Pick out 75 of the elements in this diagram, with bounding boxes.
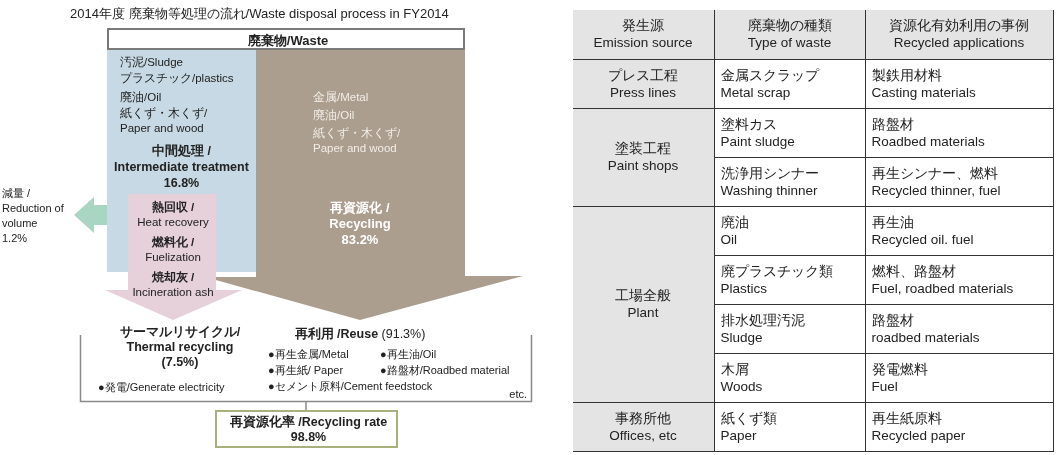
diagram-title: 2014年度 廃棄物等処理の流れ/Waste disposal process in FY2014 bbox=[70, 6, 449, 21]
bullet-item: ●セメント原料/Cement feedstock bbox=[268, 379, 433, 394]
waste-item: 汚泥/Sludge bbox=[120, 55, 183, 70]
table-text: Fuel, roadbed materials bbox=[871, 279, 1014, 297]
section-heading: 中間処理 / Intermediate treatment 16.8% bbox=[113, 143, 250, 191]
bullet-item: ●再生油/Oil bbox=[380, 347, 437, 362]
recycling-rate-box bbox=[215, 410, 398, 448]
outcome-heading: 再利用 /Reuse (91.3%) bbox=[293, 327, 427, 342]
table-text: 発電燃料 bbox=[871, 360, 928, 378]
table-text: 事務所他 bbox=[615, 409, 671, 427]
table-text: 燃料、路盤材 bbox=[871, 262, 956, 280]
table-text: Emission source bbox=[593, 34, 693, 51]
table-text: Paint sludge bbox=[720, 132, 795, 150]
etc-note: etc. bbox=[508, 387, 527, 402]
outcome-heading: サーマルリサイクル/ Thermal recycling (7.5%) bbox=[118, 325, 242, 370]
process-step: 焼却灰 / Incineration ash bbox=[118, 270, 228, 300]
bullet-item: ●再生紙/ Paper bbox=[268, 363, 344, 378]
waste-item: プラスチック/plastics bbox=[120, 71, 234, 86]
waste-item: 紙くず・木くず/ Paper and wood bbox=[313, 126, 401, 156]
table-text: roadbed materials bbox=[871, 328, 980, 346]
bullet-item: ●再生金属/Metal bbox=[268, 347, 349, 362]
table-text: 工場全般 bbox=[615, 287, 671, 304]
table-text: Paper bbox=[720, 426, 757, 444]
table-text: Casting materials bbox=[871, 83, 976, 101]
table-text: 排水処理汚泥 bbox=[720, 311, 805, 329]
table-text: Fuel bbox=[871, 377, 898, 395]
table-text: 紙くず類 bbox=[720, 409, 777, 427]
connector-line bbox=[305, 401, 307, 411]
table-text: Oil bbox=[720, 230, 737, 248]
table-text: 資源化有効利用の事例 bbox=[889, 17, 1029, 34]
table-text: 発生源 bbox=[622, 17, 664, 34]
table-text: Woods bbox=[720, 377, 763, 395]
table-text: Recycled applications bbox=[893, 34, 1025, 51]
reduction-label: 減量 / Reduction of volume 1.2% bbox=[2, 186, 64, 246]
bullet-item: ●発電/Generate electricity bbox=[98, 380, 225, 395]
table-text: 廃油 bbox=[720, 213, 749, 231]
rate-text: 再資源化率 /Recycling rate 98.8% bbox=[228, 415, 389, 445]
table-text: 再生シンナー、燃料 bbox=[871, 164, 998, 182]
table-text: Type of waste bbox=[747, 34, 832, 51]
table-text: 路盤材 bbox=[871, 311, 914, 329]
table-text: 洗浄用シンナー bbox=[720, 164, 819, 182]
table-text: Paint shops bbox=[607, 157, 679, 174]
table-text: 再生紙原料 bbox=[871, 409, 942, 427]
table-text: 金属スクラップ bbox=[720, 66, 819, 84]
section-heading: 再資源化 / Recycling 83.2% bbox=[328, 200, 392, 248]
waste-item: 廃油/Oil bbox=[120, 90, 162, 105]
table-text: 製鉄用材料 bbox=[871, 66, 942, 84]
table-text: Plant bbox=[627, 304, 659, 321]
table-text: プレス工程 bbox=[608, 66, 678, 84]
table-text: 塗料カス bbox=[720, 115, 777, 133]
waste-item: 廃油/Oil bbox=[313, 108, 355, 123]
waste-header-box bbox=[107, 28, 465, 50]
box-title: 廃棄物/Waste bbox=[246, 33, 330, 48]
table-text: 廃棄物の種類 bbox=[747, 17, 832, 34]
table-text: Roadbed materials bbox=[871, 132, 985, 150]
reduction-arrow bbox=[74, 197, 107, 233]
table-text: Washing thinner bbox=[720, 181, 818, 199]
table-text: Recycled paper bbox=[871, 426, 966, 444]
table-text: 木屑 bbox=[720, 360, 749, 378]
waste-item: 紙くず・木くず/ Paper and wood bbox=[120, 106, 208, 136]
process-step: 燃料化 / Fuelization bbox=[118, 235, 228, 265]
process-step: 熱回収 / Heat recovery bbox=[118, 200, 228, 230]
table-text: Plastics bbox=[720, 279, 767, 297]
table-text: Offices, etc bbox=[609, 426, 677, 444]
table-text: 路盤材 bbox=[871, 115, 914, 133]
table-text: Metal scrap bbox=[720, 83, 791, 101]
table-text: Recycled oil. fuel bbox=[871, 230, 974, 248]
table-text: Press lines bbox=[610, 83, 676, 101]
table-text: Recycled thinner, fuel bbox=[871, 181, 1001, 199]
table-text: 塗装工程 bbox=[615, 140, 671, 157]
table-text: 廃プラスチック類 bbox=[720, 262, 833, 280]
table-text: Sludge bbox=[720, 328, 763, 346]
waste-item: 金属/Metal bbox=[313, 90, 369, 105]
table-text: 再生油 bbox=[871, 213, 914, 231]
bullet-item: ●路盤材/Roadbed material bbox=[380, 363, 510, 378]
